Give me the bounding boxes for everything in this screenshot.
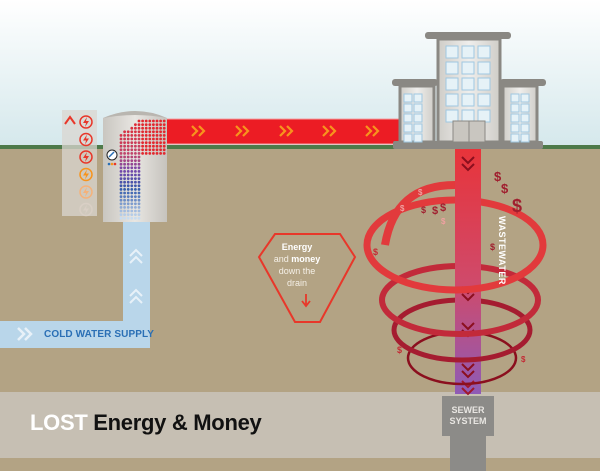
chevron-right-icon	[322, 125, 337, 137]
sewer-label-line2: SYSTEM	[449, 416, 487, 426]
dollar-icon: $	[494, 169, 502, 184]
dollar-icon: $	[397, 345, 402, 355]
callout-drain: drain	[286, 278, 307, 288]
window	[510, 123, 520, 133]
lightning-bolt-icon	[79, 202, 93, 217]
sewer-label: SEWER SYSTEM	[444, 405, 492, 427]
window	[510, 93, 520, 103]
window	[520, 133, 530, 143]
floating-dollars: $$$$$$$$$$$$$	[373, 169, 526, 364]
window	[520, 93, 530, 103]
ground-bottom	[0, 458, 600, 471]
window	[477, 61, 491, 75]
wastewater-label: WASTEWATER	[497, 216, 507, 285]
dollar-icon: $	[512, 196, 522, 216]
water-heater-tank	[103, 111, 167, 222]
window	[413, 133, 423, 143]
spiral-ring	[381, 181, 456, 246]
callout-energy: Energy	[281, 242, 313, 252]
chevron-right-icon	[17, 327, 33, 341]
window	[510, 113, 520, 123]
window	[445, 109, 459, 123]
chevron-right-icon	[365, 125, 380, 137]
spiral-ring	[391, 329, 533, 363]
chevron-down-icon	[461, 156, 475, 172]
title-energy-money: Energy & Money	[93, 410, 262, 435]
sewer-label-line1: SEWER	[451, 405, 485, 415]
dollar-icon: $	[432, 205, 438, 217]
window	[510, 103, 520, 113]
callout-triangle	[257, 233, 357, 323]
energy-meter	[62, 110, 97, 217]
bottom-band	[0, 392, 600, 458]
building	[392, 32, 546, 149]
dollar-icon: $	[418, 188, 423, 197]
lightning-bolt-icon	[79, 185, 93, 199]
chevron-right-icon	[235, 125, 250, 137]
spiral-ring	[363, 244, 547, 294]
callout-text: Energy and money down the drain	[258, 241, 336, 289]
window	[520, 113, 530, 123]
callout-and: and	[273, 254, 292, 264]
window	[413, 113, 423, 123]
window	[403, 103, 413, 113]
window	[403, 113, 413, 123]
lightning-bolt-icon	[79, 150, 93, 164]
dollar-icon: $	[521, 355, 526, 364]
window	[413, 93, 423, 103]
sewer-system	[442, 396, 494, 471]
title-lost: LOST	[30, 410, 88, 435]
window	[413, 123, 423, 133]
window	[403, 93, 413, 103]
grass-line	[0, 145, 600, 149]
chevron-down-icon	[461, 363, 475, 379]
chevron-right-icon	[191, 125, 206, 137]
window	[413, 103, 423, 113]
lightning-bolt-icon	[79, 115, 93, 129]
callout-down-the: down the	[278, 266, 316, 276]
dollar-icon: $	[400, 204, 405, 213]
dollar-icon: $	[490, 242, 495, 252]
window	[445, 61, 459, 75]
lightning-bolt-icon	[79, 167, 93, 182]
hot-water-pipe	[165, 118, 402, 145]
window	[477, 77, 491, 91]
window	[403, 133, 413, 143]
spiral-ring	[379, 299, 541, 337]
wastewater-pipe	[455, 149, 481, 394]
dollar-icon: $	[501, 181, 509, 196]
chevron-up-icon	[129, 248, 143, 264]
arrow-down-icon	[301, 294, 311, 308]
window	[445, 77, 459, 91]
window	[461, 109, 475, 123]
window	[477, 93, 491, 107]
dollar-icon: $	[373, 247, 378, 257]
lightning-bolt-icon	[79, 132, 93, 147]
cold-water-pipe	[0, 212, 150, 348]
window	[445, 93, 459, 107]
window	[403, 123, 413, 133]
window	[477, 109, 491, 123]
window	[520, 103, 530, 113]
dollar-icon: $	[441, 217, 446, 226]
window	[461, 61, 475, 75]
window	[461, 93, 475, 107]
window	[477, 45, 491, 59]
spiral-ring	[406, 357, 518, 386]
money-spiral-front	[363, 244, 547, 386]
window	[461, 45, 475, 59]
window	[445, 45, 459, 59]
dollar-icon: $	[440, 202, 446, 214]
window	[520, 123, 530, 133]
chevron-up-icon	[129, 288, 143, 304]
page-title: LOST Energy & Money	[30, 410, 262, 436]
arrow-up-icon	[64, 115, 76, 125]
window	[461, 77, 475, 91]
chevron-right-icon	[279, 125, 294, 137]
callout-money: money	[291, 254, 321, 264]
cold-water-supply-label: COLD WATER SUPPLY	[44, 329, 155, 340]
dollar-icon: $	[421, 205, 426, 215]
window	[510, 133, 520, 143]
